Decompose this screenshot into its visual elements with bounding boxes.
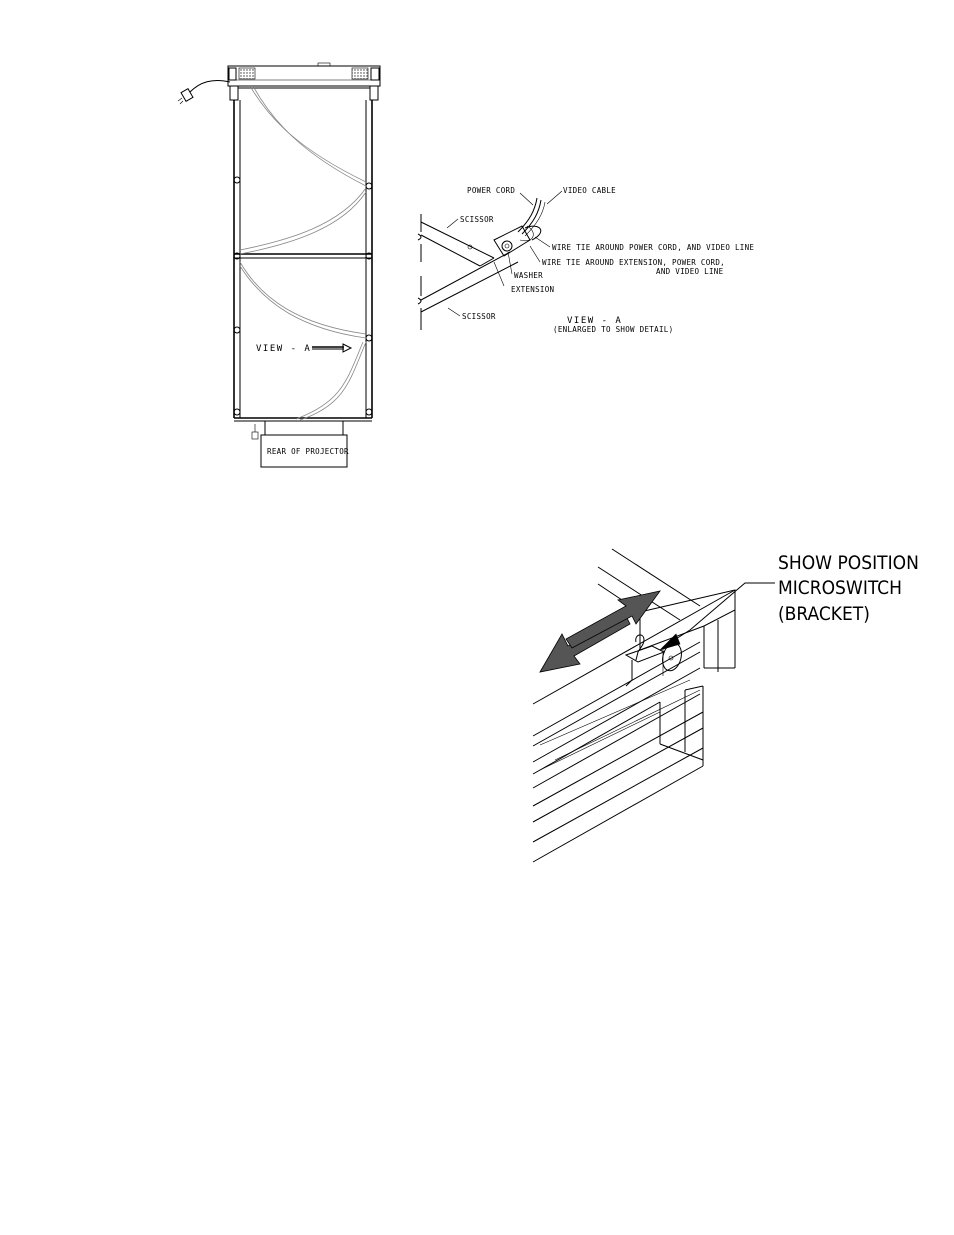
view-a-detail-drawing <box>417 190 563 330</box>
power-cord-top <box>189 79 231 93</box>
top-header-bar <box>227 65 381 87</box>
video-cable-label: VIDEO CABLE <box>563 186 616 195</box>
scissor-top-label: SCISSOR <box>460 215 494 224</box>
view-a-label: VIEW - A <box>256 344 311 354</box>
arrow-right-up <box>565 590 661 649</box>
rear-of-projector-label: REAR OF PROJECTOR <box>267 447 349 456</box>
lift-frame-drawing <box>177 62 381 468</box>
view-a-detail-subtitle: (ENLARGED TO SHOW DETAIL) <box>553 325 673 334</box>
scissor-bottom-label: SCISSOR <box>462 312 496 321</box>
right-grille <box>351 67 369 80</box>
power-plug <box>177 87 194 105</box>
view-a-detail-title: VIEW - A <box>567 316 622 326</box>
left-grille <box>238 67 256 80</box>
wire-tie-2-label-line2: AND VIDEO LINE <box>656 267 724 276</box>
power-cord-label: POWER CORD <box>467 186 515 195</box>
view-a-arrow <box>312 343 353 353</box>
wire-tie-1-label: WIRE TIE AROUND POWER CORD, AND VIDEO LI… <box>552 243 754 252</box>
show-position-label: SHOW POSITION <box>778 552 919 574</box>
microswitch-label: MICROSWITCH <box>778 577 902 599</box>
bracket-label: (BRACKET) <box>778 603 870 625</box>
washer <box>501 240 513 252</box>
extension-label: EXTENSION <box>511 285 554 294</box>
washer-label: WASHER <box>514 271 543 280</box>
wire-tie-2-label-line1: WIRE TIE AROUND EXTENSION, POWER CORD, <box>542 258 725 267</box>
microswitch-bracket-drawing <box>532 548 775 863</box>
rear-of-projector-box <box>260 434 348 468</box>
microswitch-lever <box>635 634 645 661</box>
